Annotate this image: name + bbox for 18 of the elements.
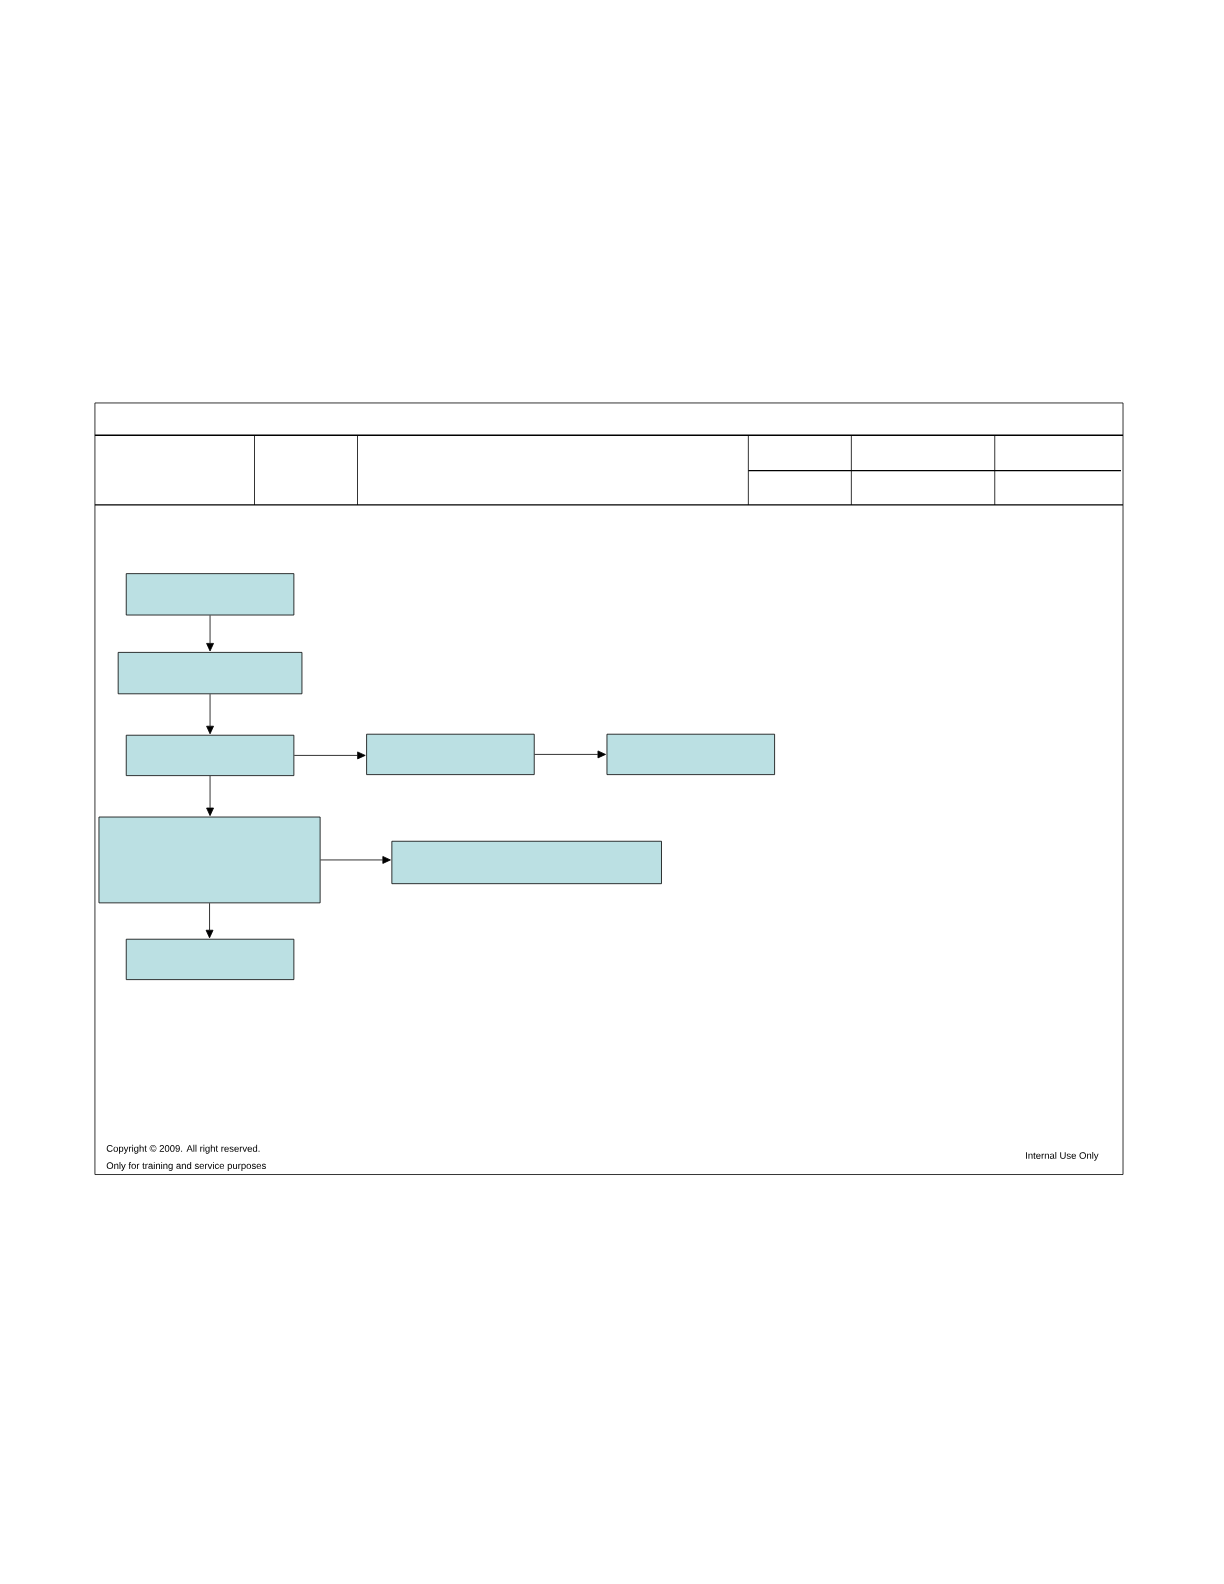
footer-text: Copyright © 2009. All right reserved.: [106, 1144, 260, 1154]
footer-text: Only for training and service purposes: [106, 1162, 266, 1171]
process-box: [125, 938, 295, 980]
arrow: [206, 615, 214, 652]
footer-text: Internal Use Only: [1026, 1151, 1099, 1161]
arrow: [206, 775, 214, 817]
process-box: [117, 652, 303, 695]
process-box: [391, 840, 662, 885]
process-box: [98, 816, 321, 904]
process-box: [125, 573, 295, 616]
process-box: [366, 733, 535, 775]
arrow: [205, 902, 214, 939]
arrow: [320, 856, 391, 864]
process-box: [606, 733, 775, 775]
arrow: [293, 751, 366, 760]
arrow: [534, 750, 606, 759]
arrow: [206, 693, 214, 735]
process-box: [125, 734, 295, 776]
